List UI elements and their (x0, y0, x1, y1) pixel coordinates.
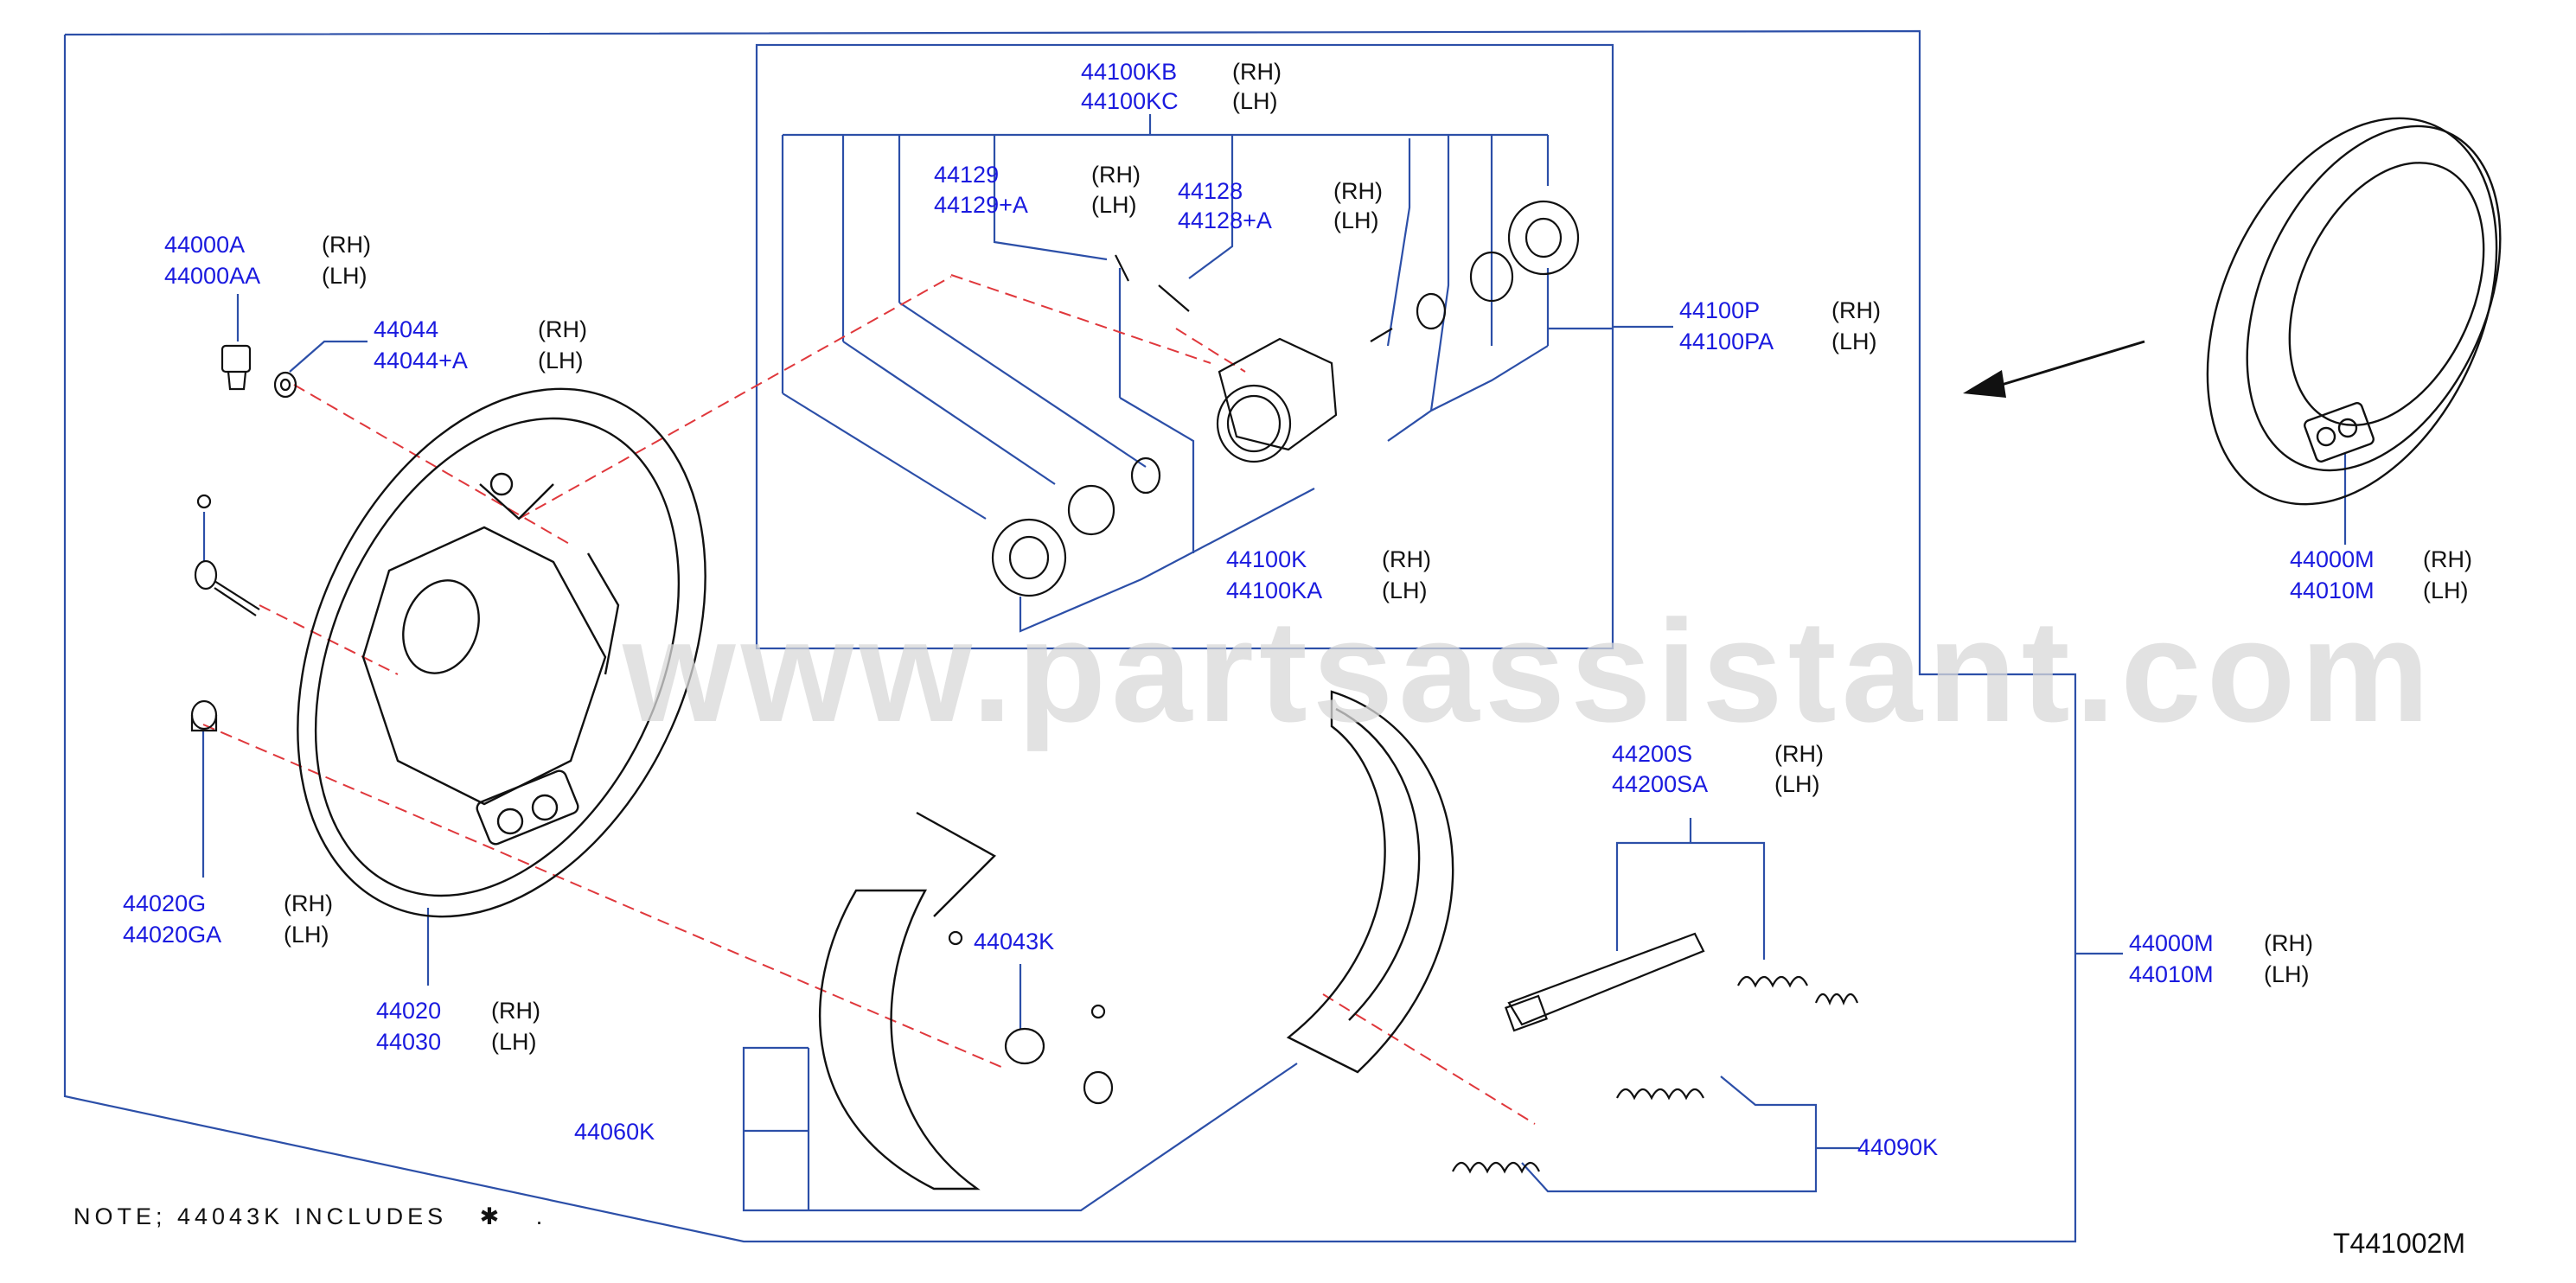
part-number[interactable]: 44000M (2129, 930, 2214, 956)
side-label: (RH) (1831, 297, 1881, 323)
part-number[interactable]: 44020GA (123, 922, 222, 948)
part-number[interactable]: 44128+A (1178, 207, 1272, 233)
hardware-drawing (190, 344, 1114, 1105)
part-number[interactable]: 44100K (1226, 546, 1307, 572)
drawing-code: T441002M (2333, 1228, 2465, 1259)
side-label: (RH) (284, 890, 333, 916)
side-label: (LH) (538, 348, 584, 373)
side-label: (LH) (1333, 207, 1379, 233)
side-label: (RH) (1232, 59, 1282, 85)
wheel-cylinder-drawing (991, 200, 1580, 597)
side-label: (LH) (1091, 192, 1137, 218)
part-number[interactable]: 44100KC (1081, 88, 1179, 114)
side-label: (LH) (2264, 961, 2310, 987)
part-number[interactable]: 44129+A (934, 192, 1028, 218)
side-label: (LH) (2423, 578, 2469, 603)
part-number[interactable]: 44010M (2290, 578, 2375, 603)
side-label: (RH) (491, 998, 540, 1024)
part-number[interactable]: 44000M (2290, 546, 2375, 572)
side-label: (LH) (1382, 578, 1428, 603)
part-number[interactable]: 44090K (1857, 1134, 1939, 1160)
part-number[interactable]: 44044+A (374, 348, 468, 373)
part-number[interactable]: 44100PA (1679, 329, 1774, 354)
part-number[interactable]: 44000AA (164, 263, 261, 289)
part-number[interactable]: 44200S (1612, 741, 1693, 767)
leader-lines (63, 29, 2347, 1243)
part-number[interactable]: 44020 (376, 998, 442, 1024)
backing-plate-drawing (297, 387, 706, 918)
side-label: (LH) (322, 263, 368, 289)
side-label: (RH) (538, 316, 587, 342)
part-number[interactable]: 44100KB (1081, 59, 1178, 85)
part-number[interactable]: 44100P (1679, 297, 1761, 323)
asterisk-icon: ✱ (479, 1203, 504, 1229)
part-number[interactable]: 44010M (2129, 961, 2214, 987)
side-label: (RH) (1382, 546, 1431, 572)
assembled-brake-drawing (2206, 117, 2502, 506)
direction-arrow (1963, 340, 2145, 398)
side-label: (RH) (1333, 178, 1383, 204)
part-number[interactable]: 44020G (123, 890, 207, 916)
part-number[interactable]: 44043K (974, 929, 1055, 954)
part-number[interactable]: 44030 (376, 1029, 442, 1055)
side-label: (LH) (1831, 329, 1877, 354)
side-label: (RH) (1091, 162, 1141, 188)
brake-shoe-drawing (819, 690, 1454, 1190)
part-number[interactable]: 44128 (1178, 178, 1243, 204)
side-label: (LH) (284, 922, 329, 948)
side-label: (RH) (2423, 546, 2472, 572)
side-label: (RH) (1774, 741, 1824, 767)
side-label: (RH) (322, 232, 371, 258)
side-label: (LH) (491, 1029, 537, 1055)
part-number[interactable]: 44200SA (1612, 771, 1709, 797)
side-label: (LH) (1232, 88, 1278, 114)
part-number[interactable]: 44100KA (1226, 578, 1323, 603)
part-number[interactable]: 44000A (164, 232, 246, 258)
side-label: (LH) (1774, 771, 1820, 797)
note-text: NOTE; 44043K INCLUDES ✱ . (74, 1203, 547, 1229)
adjuster-spring-drawing (1452, 932, 1859, 1174)
side-label: (RH) (2264, 930, 2313, 956)
part-number[interactable]: 44044 (374, 316, 439, 342)
part-number[interactable]: 44129 (934, 162, 1000, 188)
part-number[interactable]: 44060K (574, 1119, 655, 1145)
